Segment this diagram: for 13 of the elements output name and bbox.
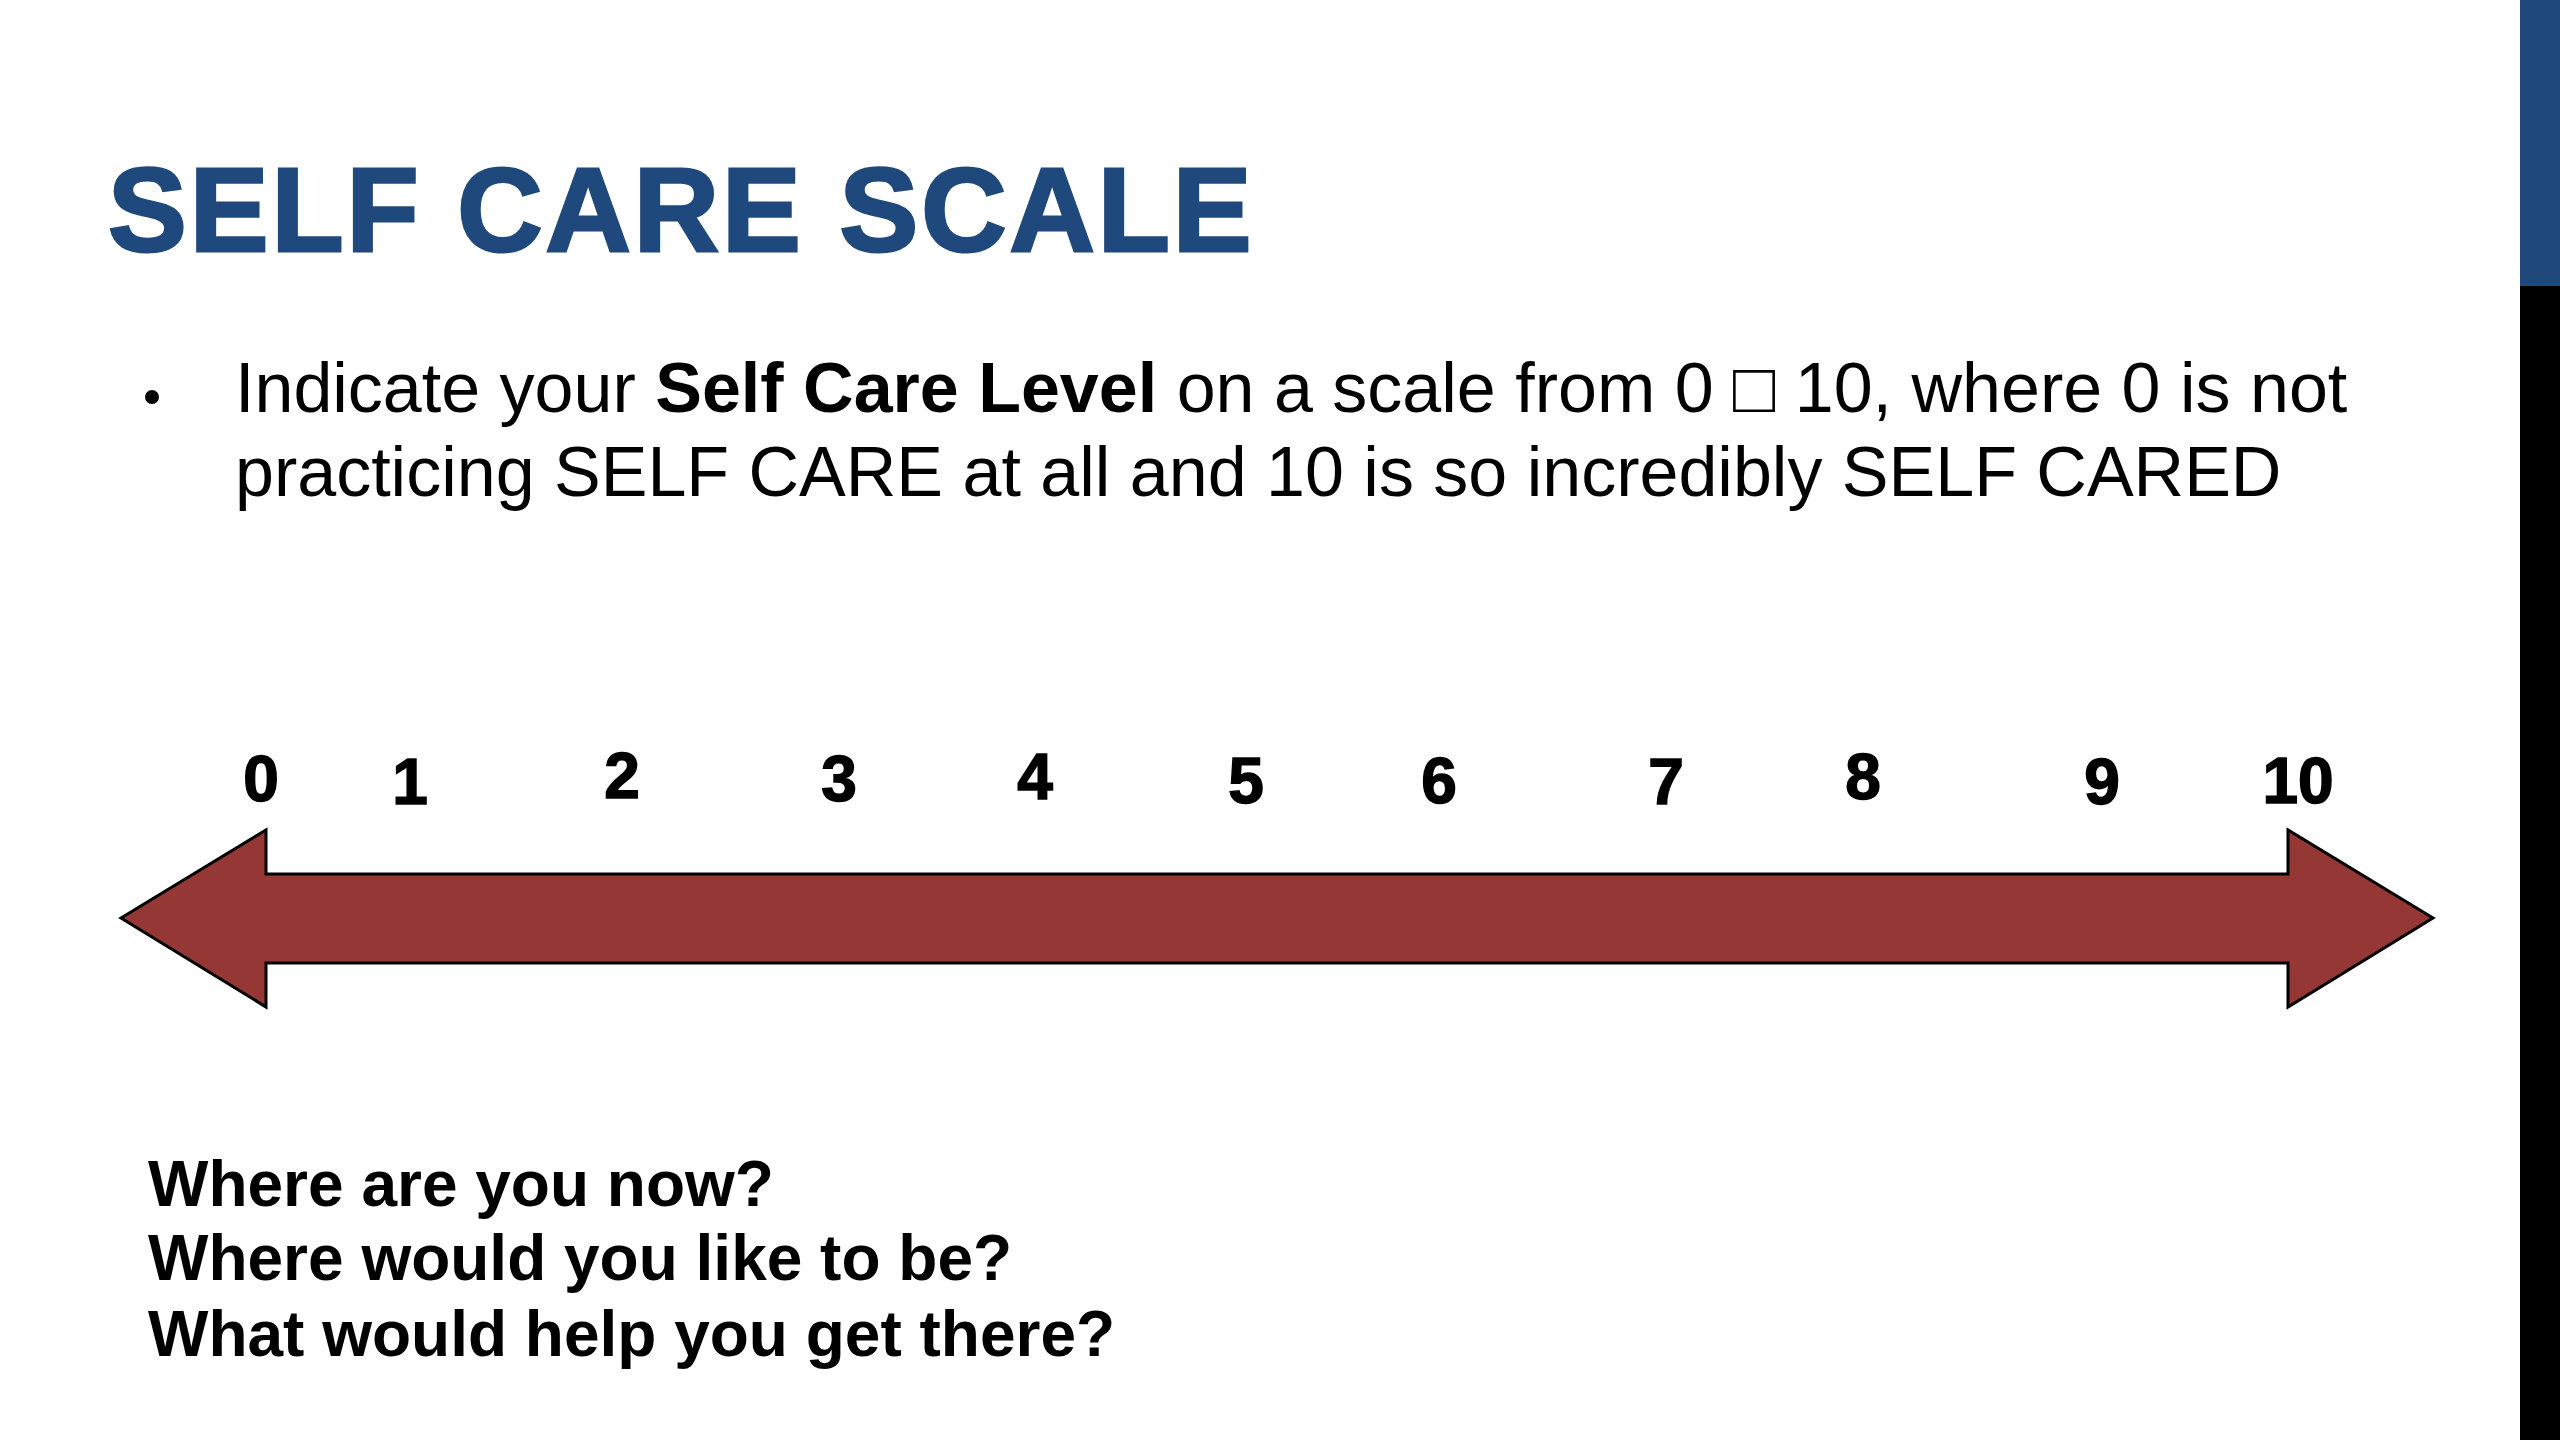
scale-number: 5 [1228,749,1264,813]
scale-number: 3 [821,747,857,811]
scale-number: 0 [243,747,279,811]
scale-number: 6 [1421,749,1457,813]
scale-number: 9 [2084,750,2120,814]
scale-number: 1 [392,750,428,814]
instruction-text: Indicate your Self Care Level on a scale from 0 □ 10, where 0 is not practicing SELF CARE at all and 10 is so incredibly SELF CARED [235,348,2349,513]
scale-number: 7 [1648,750,1684,814]
scale-number: 10 [2262,749,2334,813]
scale-number: 2 [604,744,640,808]
slide-title: SELF CARE SCALE [108,151,1255,269]
scale-number: 8 [1845,745,1881,809]
scale-number: 4 [1017,745,1053,809]
